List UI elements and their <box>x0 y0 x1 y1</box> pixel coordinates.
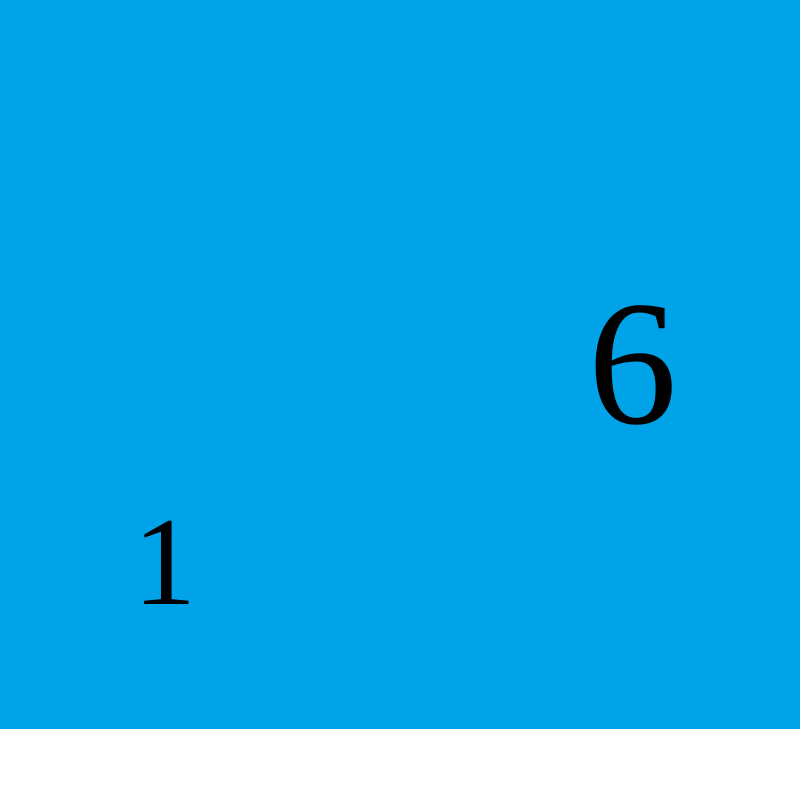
number-6: 6 <box>588 264 677 462</box>
number-1: 1 <box>133 493 196 632</box>
bottom-strip <box>0 729 800 800</box>
blue-panel: 6 1 <box>0 0 800 729</box>
